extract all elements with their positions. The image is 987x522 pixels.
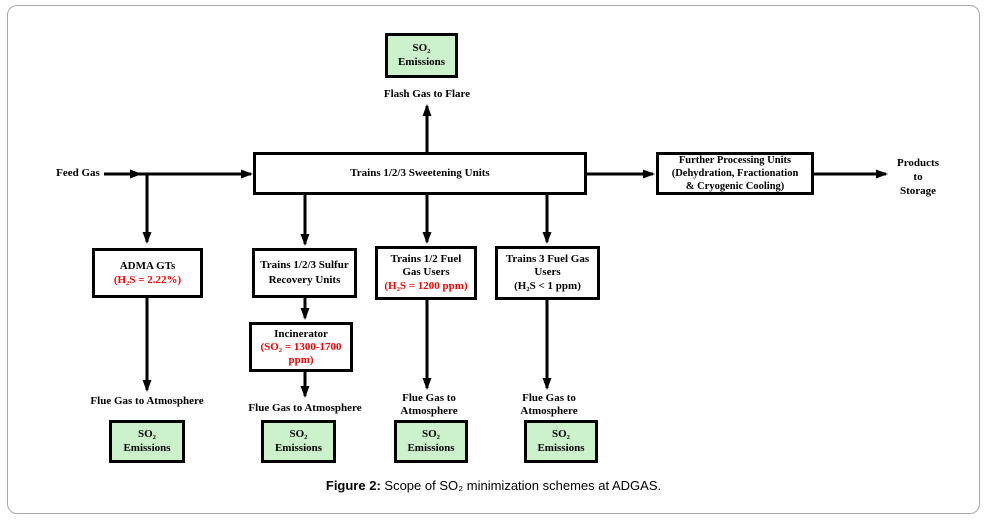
flue-gas-label-trains12: Flue Gas to Atmosphere — [400, 392, 458, 417]
figure-caption-text: Scope of SO₂ minimization schemes at ADG… — [380, 478, 662, 493]
so2-emissions-box-trains12: SO₂ Emissions — [394, 420, 468, 463]
so2-emissions-box-trains3: SO₂ Emissions — [524, 420, 598, 463]
incinerator-name: Incinerator — [274, 327, 328, 340]
figure-frame — [7, 5, 980, 514]
trains3-fuel-gas-users-box: Trains 3 Fuel Gas Users (H₂S < 1 ppm) — [495, 246, 600, 300]
flue-gas-label-incinerator: Flue Gas to Atmosphere — [248, 402, 362, 414]
flash-gas-to-flare-label: Flash Gas to Flare — [383, 88, 471, 100]
incinerator-box: Incinerator (SO₂ = 1300-1700 ppm) — [249, 322, 353, 372]
feed-gas-label: Feed Gas — [56, 167, 100, 179]
so2-emissions-box-incinerator: SO₂ Emissions — [261, 420, 336, 463]
figure-caption: Figure 2: Scope of SO₂ minimization sche… — [0, 478, 987, 493]
incinerator-so2-value: (SO₂ = 1300-1700 ppm) — [260, 340, 342, 366]
trains3-fuel-gas-name: Trains 3 Fuel Gas Users — [505, 252, 590, 279]
trains3-fuel-gas-h2s-value: (H₂S < 1 ppm) — [514, 279, 581, 292]
flue-gas-label-trains3: Flue Gas to Atmosphere — [520, 392, 578, 417]
trains12-fuel-gas-name: Trains 1/2 Fuel Gas Users — [390, 252, 462, 279]
adma-gts-name: ADMA GTs — [119, 260, 176, 272]
sweetening-units-box: Trains 1/2/3 Sweetening Units — [253, 152, 587, 195]
further-processing-units-box: Further Processing Units (Dehydration, F… — [656, 152, 814, 195]
figure-caption-number: Figure 2: — [325, 478, 381, 493]
adma-gts-h2s-value: (H₂S = 2.22%) — [113, 274, 182, 286]
products-to-storage-label: Products to Storage — [897, 157, 939, 197]
adma-gts-box: ADMA GTs (H₂S = 2.22%) — [92, 248, 203, 298]
so2-emissions-box-adma: SO₂ Emissions — [109, 420, 185, 463]
trains12-fuel-gas-h2s-value: (H₂S = 1200 ppm) — [384, 279, 468, 292]
sulfur-recovery-units-box: Trains 1/2/3 Sulfur Recovery Units — [252, 248, 357, 298]
so2-emissions-box-flare: SO₂ Emissions — [385, 33, 458, 78]
flue-gas-label-adma: Flue Gas to Atmosphere — [90, 395, 204, 407]
trains12-fuel-gas-users-box: Trains 1/2 Fuel Gas Users (H₂S = 1200 pp… — [375, 246, 477, 300]
